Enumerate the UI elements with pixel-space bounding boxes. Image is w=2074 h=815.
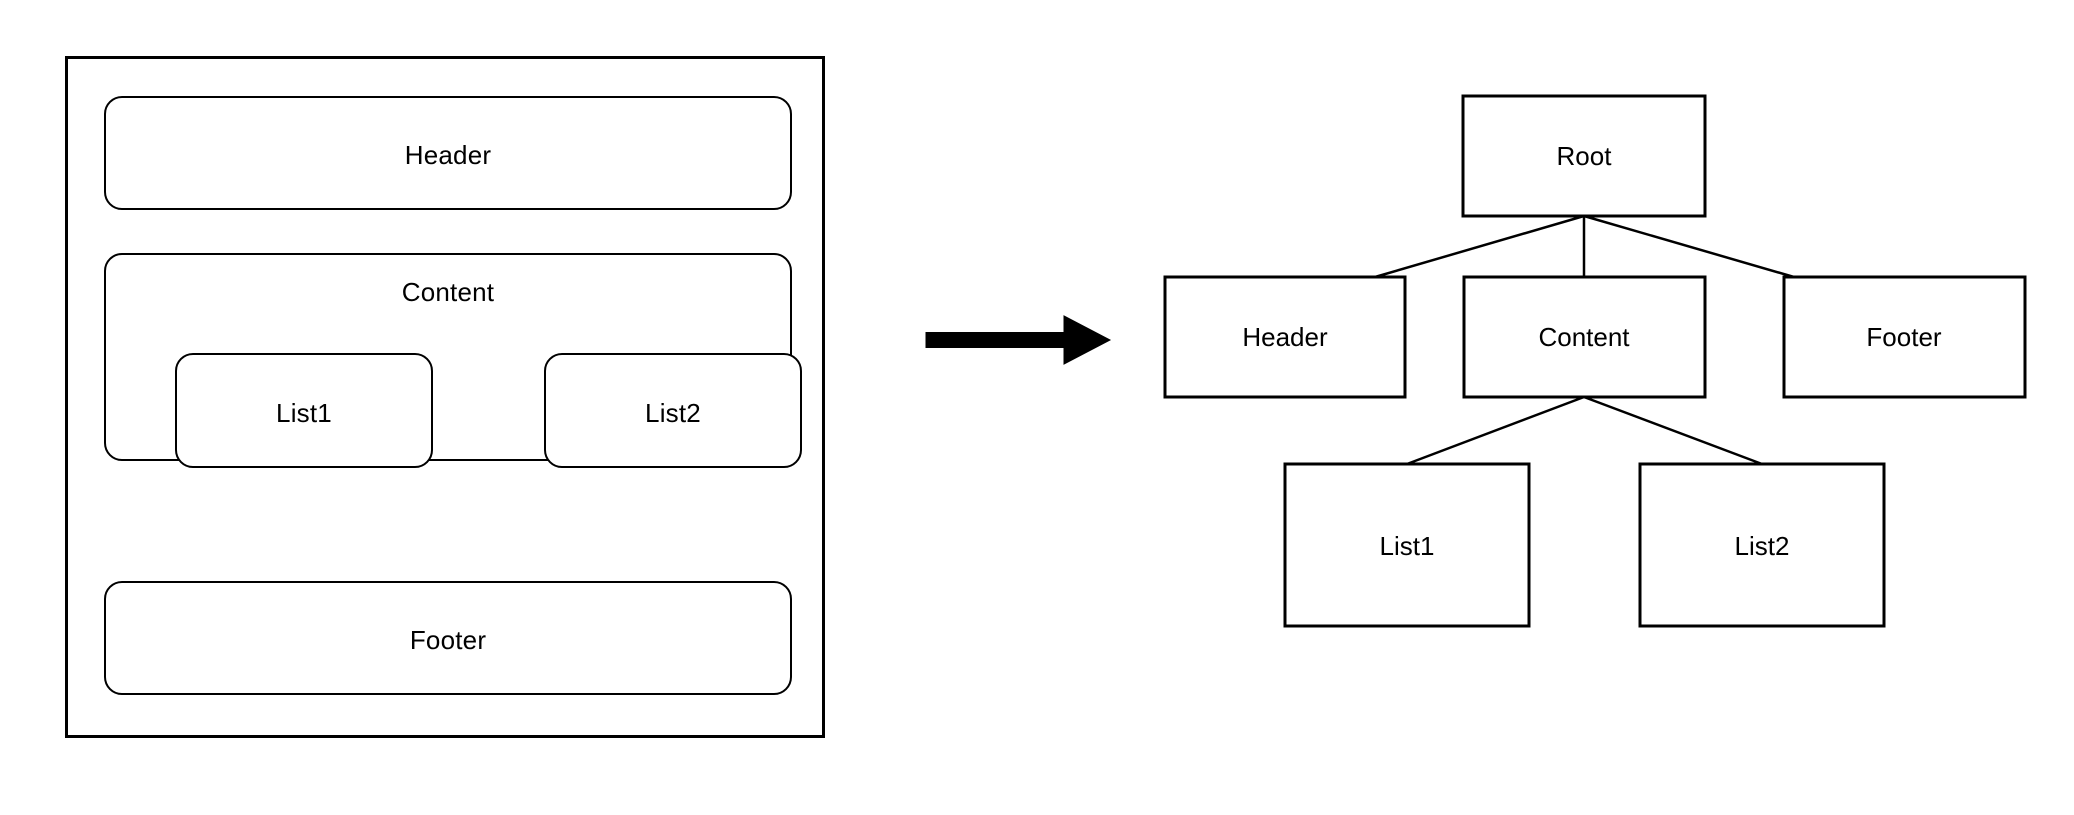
tree-node-list1[interactable]: List1 bbox=[1283, 462, 1531, 628]
tree-node-header[interactable]: Header bbox=[1163, 275, 1407, 399]
tree-node-content[interactable]: Content bbox=[1462, 275, 1707, 399]
layout-region-list1[interactable]: List1 bbox=[175, 353, 433, 468]
tree-node-root-label: Root bbox=[1557, 141, 1613, 171]
tree-node-root[interactable]: Root bbox=[1461, 94, 1707, 218]
layout-region-list2-label: List2 bbox=[645, 398, 701, 428]
layout-region-header[interactable]: Header bbox=[104, 96, 792, 210]
layout-region-content[interactable]: Content List1 List2 bbox=[104, 253, 802, 468]
layout-region-footer[interactable]: Footer bbox=[104, 581, 792, 695]
arrow-right-icon bbox=[925, 315, 1112, 365]
tree-edge-root-footer bbox=[1583, 214, 1795, 279]
tree-node-list2[interactable]: List2 bbox=[1638, 462, 1886, 628]
tree-node-content-label: Content bbox=[1538, 322, 1630, 352]
tree-node-footer[interactable]: Footer bbox=[1782, 275, 2027, 399]
layout-region-footer-label: Footer bbox=[409, 625, 487, 655]
tree-edge-content-list1 bbox=[1406, 395, 1585, 466]
layout-region-list1-label: List1 bbox=[276, 398, 332, 428]
tree-edge-root-header bbox=[1374, 214, 1585, 279]
tree-node-list2-label: List2 bbox=[1735, 531, 1790, 561]
tree-node-footer-label: Footer bbox=[1866, 322, 1941, 352]
component-tree: Root Header Content Footer List1 List2 bbox=[1163, 94, 2027, 628]
layout-region-content-label: Content bbox=[401, 277, 495, 307]
layout-region-header-label: Header bbox=[404, 140, 492, 170]
tree-edge-content-list2 bbox=[1583, 395, 1763, 466]
tree-node-list1-label: List1 bbox=[1380, 531, 1435, 561]
tree-node-header-label: Header bbox=[1242, 322, 1328, 352]
layout-outer-container: Header Content List1 List2 Footer bbox=[65, 56, 825, 738]
transform-arrow bbox=[920, 310, 1120, 370]
layout-region-list2[interactable]: List2 bbox=[544, 353, 802, 468]
